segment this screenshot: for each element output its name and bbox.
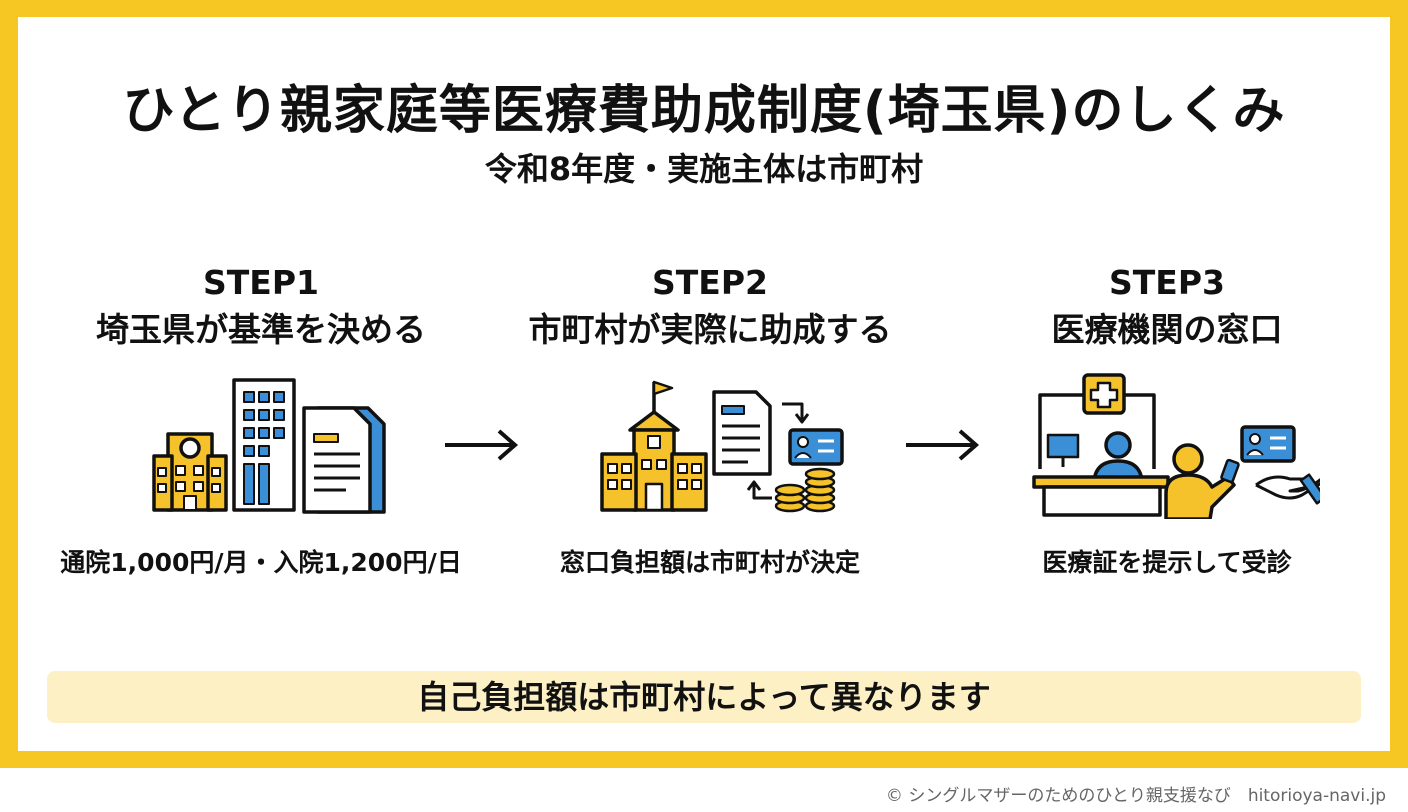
page-title: ひとり親家庭等医療費助成制度(埼玉県)のしくみ [122,81,1286,141]
step-2-description: 窓口負担額は市町村が決定 [559,548,860,577]
step-3-title: 医療機関の窓口 [1051,310,1283,349]
step-1-description: 通院1,000円/月・入院1,200円/日 [60,548,462,577]
arrow-right-icon [445,429,519,461]
step-3: STEP3 医療機関の窓口 [927,263,1407,351]
hospital-reception-card-icon [1032,373,1320,519]
arrow-right-icon [906,429,980,461]
step-2: STEP2 市町村が実際に助成する [470,263,950,351]
step-2-title: 市町村が実際に助成する [528,310,892,349]
step-3-label: STEP3 [1109,263,1225,302]
copyright-text: © シングルマザーのためのひとり親支援なび hitorioya-navi.jp [885,786,1386,806]
step-3-description: 医療証を提示して受診 [1042,548,1292,577]
step-1-title: 埼玉県が基準を決める [96,310,426,349]
step-1: STEP1 埼玉県が基準を決める [21,263,501,351]
content-panel: ひとり親家庭等医療費助成制度(埼玉県)のしくみ 令和8年度・実施主体は市町村 S… [18,17,1390,751]
step-1-label: STEP1 [203,263,319,302]
page-subtitle: 令和8年度・実施主体は市町村 [484,150,924,188]
notice-banner: 自己負担額は市町村によって異なります [47,671,1361,723]
government-buildings-documents-icon [152,378,386,514]
city-hall-card-coins-icon [600,380,844,513]
step-2-label: STEP2 [652,263,768,302]
